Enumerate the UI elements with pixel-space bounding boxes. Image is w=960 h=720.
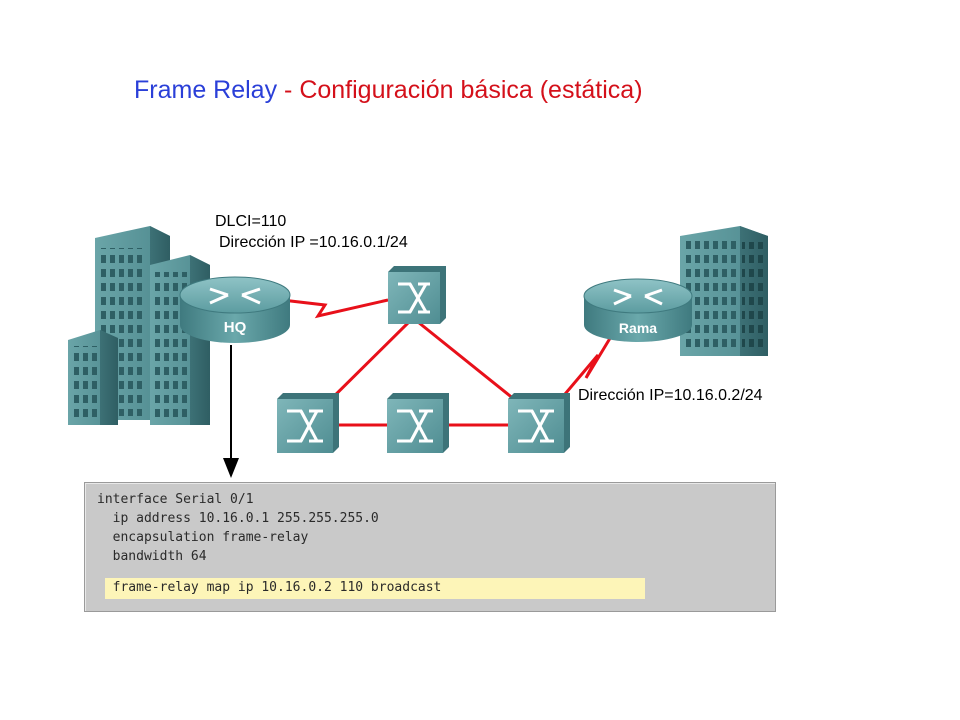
hq-router-label: HQ [224,319,247,336]
frame-relay-switch-icon [277,393,339,453]
router-icon [179,276,291,343]
branch-ip-label: Dirección IP=10.16.0.2/24 [578,387,763,404]
arrow-down-icon [223,345,239,478]
title-topic: Configuración básica (estática) [299,76,643,104]
title-protocol: Frame Relay [134,76,278,104]
page-title: Frame Relay - Configuración básica (está… [134,72,643,108]
serial-link-icon [281,298,389,319]
title-separator: - [277,76,300,104]
frame-relay-switch-icon [508,393,570,453]
config-line: ip address 10.16.0.1 255.255.255.0 [97,511,379,526]
branch-router-label: Rama [619,320,657,336]
dlci-label: DLCI=110 [215,213,287,230]
config-line-highlighted: frame-relay map ip 10.16.0.2 110 broadca… [97,580,442,595]
frame-relay-switch-icon [387,393,449,453]
hq-ip-label: Dirección IP =10.16.0.1/24 [219,234,408,251]
frame-relay-switch-icon [388,266,446,324]
config-line: encapsulation frame-relay [97,530,309,545]
building-icon [680,226,768,356]
router-icon [583,278,693,342]
config-line: bandwidth 64 [97,549,207,564]
highlighted-command [105,578,645,599]
serial-link-icon [558,329,617,401]
config-line: interface Serial 0/1 [97,492,254,507]
config-box: interface Serial 0/1 ip address 10.16.0.… [84,482,776,612]
